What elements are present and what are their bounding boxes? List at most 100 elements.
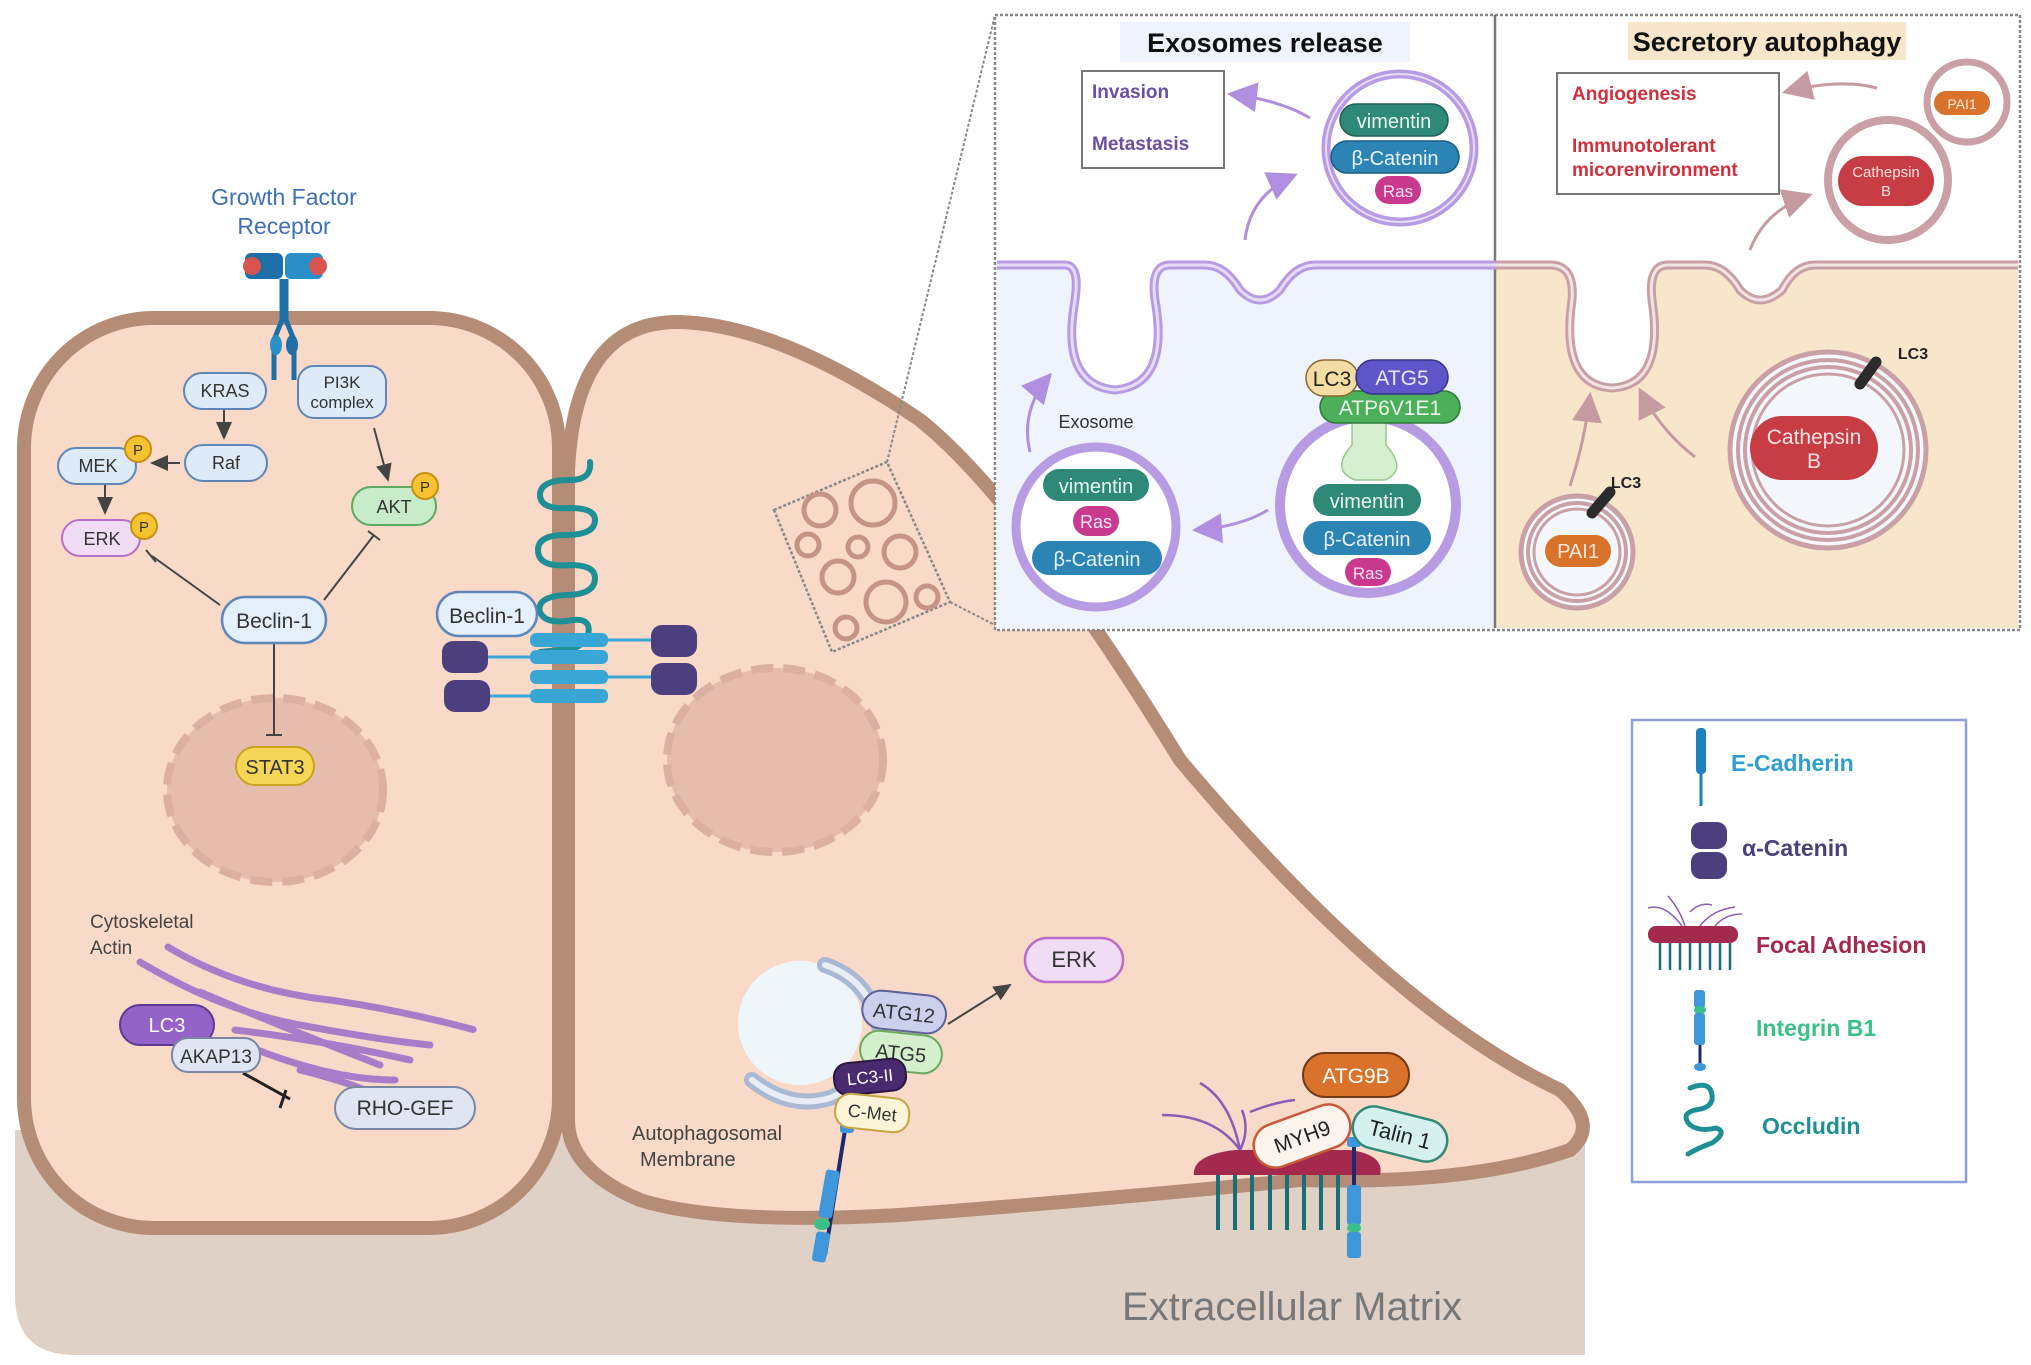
released-pai1-vesicle: PAI1 [1923,58,2011,146]
protein-talin-1: Talin 1 [1351,1105,1449,1163]
growth-factor-receptor: Growth Factor Receptor [211,184,357,380]
protein-rho-gef: RHO-GEF [334,1086,476,1130]
ecm-label: Extracellular Matrix [1122,1285,1462,1329]
legend-label-e-cadherin: E-Cadherin [1731,750,1854,776]
arrow-release-exosome [1243,172,1298,241]
focal-adhesion-icon [1647,895,1743,970]
receptor-title-line2: Receptor [237,213,331,239]
receptor-title-line1: Growth Factor [211,184,357,210]
svg-text:RHO-GEF: RHO-GEF [357,1097,454,1120]
multivesicular-body: vimentin β-Catenin Ras [1275,409,1461,598]
protein-atg9b: ATG9B [1302,1052,1410,1098]
autophagosome [738,957,889,1263]
exosomes-outcome-box: Invasion Metastasis [1081,70,1225,169]
arrow-pai1-up [1568,392,1602,487]
occludin-icon [1683,1082,1724,1157]
arrow-mvb-to-exosome [1192,508,1269,544]
protein-mek: MEK P [57,435,152,485]
e-cadherin-icon [1696,728,1706,806]
svg-text:β-Catenin: β-Catenin [1323,529,1410,551]
protein-erk-right: ERK [1023,936,1125,984]
cathepsin-autophagosome: Cathepsin B LC3 [1727,346,1929,551]
svg-text:β-Catenin: β-Catenin [1351,148,1438,170]
arrow-to-secretory-outcomes [1782,70,1878,100]
svg-text:AKAP13: AKAP13 [180,1047,252,1068]
secretory-outcome-box: Angiogenesis Immunotolerant micorenviron… [1556,72,1780,195]
svg-text:vimentin: vimentin [1059,476,1133,498]
protein-akt: AKT P [351,472,439,526]
svg-text:Cathepsin: Cathepsin [1767,426,1862,449]
actin-label-line2: Actin [90,938,132,959]
protein-beclin-1: Beclin-1 [220,595,328,645]
svg-text:Metastasis: Metastasis [1092,134,1189,155]
zoom-region-marker [772,14,996,654]
svg-text:vimentin: vimentin [1330,491,1404,513]
integrin-b1-icon [1694,990,1706,1071]
focal-adhesion [1161,1081,1381,1258]
released-cathepsin-vesicle: Cathepsin B [1824,116,1952,244]
protein-c-met: C-Met [834,1092,911,1134]
svg-text:PI3K: PI3K [324,373,362,392]
svg-text:PAI1: PAI1 [1557,541,1599,563]
svg-text:micorenvironment: micorenvironment [1572,160,1738,181]
left-nucleus [163,694,387,886]
svg-text:Angiogenesis: Angiogenesis [1572,84,1697,105]
legend: E-Cadherin α-Catenin Focal Adhes [1630,718,1968,1184]
svg-text:ATG5: ATG5 [1375,367,1428,390]
svg-text:AKT: AKT [376,497,411,517]
exosomes-title-bg [1120,22,1410,62]
svg-text:P: P [420,479,430,496]
occludin [534,459,599,655]
protein-lc3-left: LC3 [119,1004,215,1046]
actin-label-line1: Cytoskeletal [90,912,194,933]
protein-lc3-ii: LC3-II [832,1057,908,1097]
phospho-icon [411,472,439,500]
legend-label-occludin: Occludin [1762,1113,1860,1139]
protein-atg12: ATG12 [861,989,947,1035]
pathway-arrows [97,408,392,736]
autophagosomal-label-line1: Autophagosomal [632,1123,782,1145]
exosome: vimentin Ras β-Catenin [1011,442,1181,612]
svg-text:Cathepsin: Cathepsin [1852,164,1920,181]
svg-text:P: P [133,442,143,459]
exosomes-title: Exosomes release [1147,28,1383,58]
right-nucleus [663,664,887,856]
svg-text:ATG9B: ATG9B [1322,1065,1389,1088]
svg-text:complex: complex [310,393,374,412]
svg-text:KRAS: KRAS [200,381,249,401]
svg-text:LC3-II: LC3-II [846,1066,894,1090]
svg-text:LC3: LC3 [149,1015,186,1037]
svg-text:Beclin-1: Beclin-1 [449,605,525,628]
svg-text:Raf: Raf [212,453,241,473]
lc3-tag: LC3 [1611,475,1641,492]
svg-text:Ras: Ras [1080,512,1112,532]
lc3-tag: LC3 [1898,346,1928,363]
svg-text:B: B [1807,450,1821,473]
protein-myh9: MYH9 [1252,1103,1352,1169]
svg-text:Beclin-1: Beclin-1 [236,610,312,633]
svg-text:B: B [1881,183,1891,200]
svg-text:ATP6V1E1: ATP6V1E1 [1339,397,1441,420]
svg-text:Immunotolerant: Immunotolerant [1572,136,1716,157]
svg-text:STAT3: STAT3 [245,757,304,779]
mvb-protein-complex: ATP6V1E1 LC3 ATG5 [1305,359,1461,424]
phospho-icon [130,512,158,540]
arrow-release-cathepsin [1748,189,1813,251]
e-cadherin-junctions [480,633,660,703]
legend-label-focal-adhesion: Focal Adhesion [1756,932,1926,958]
svg-text:Invasion: Invasion [1092,82,1169,103]
actin-filaments [136,943,479,1094]
svg-text:ERK: ERK [83,529,120,549]
junction-beclin-1: Beclin-1 [435,590,539,638]
protein-stat3: STAT3 [235,746,315,786]
svg-text:Ras: Ras [1383,182,1413,201]
protein-kras: KRAS [183,372,267,410]
legend-label-integrin-b1: Integrin B1 [1756,1015,1876,1041]
svg-text:LC3: LC3 [1313,368,1352,391]
legend-label-alpha-catenin: α-Catenin [1742,835,1848,861]
secretory-title: Secretory autophagy [1633,27,1902,57]
svg-text:β-Catenin: β-Catenin [1053,549,1140,571]
phospho-icon [124,435,152,463]
alpha-catenin-icon [1691,822,1727,879]
